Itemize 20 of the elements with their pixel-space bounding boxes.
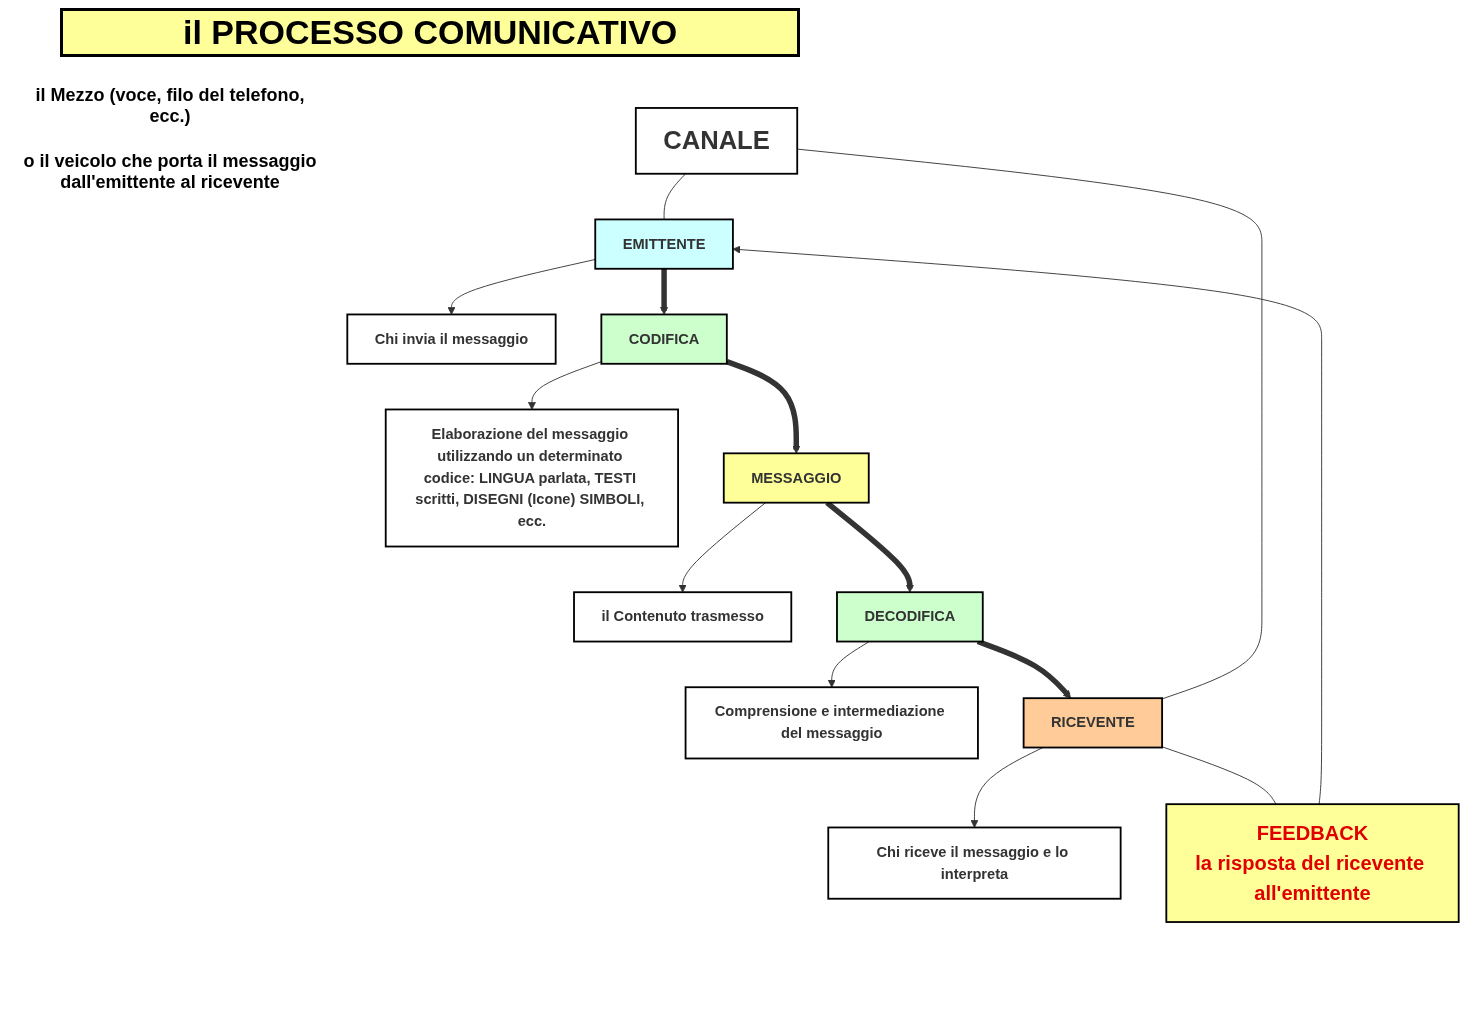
node-box: Comprensione e intermediazione del messaggio [684, 686, 979, 760]
note-text: il Mezzo (voce, filo del telefono, ecc.) [34, 85, 306, 127]
arrow [976, 638, 1072, 699]
connector [1161, 746, 1277, 805]
arrow [725, 359, 801, 454]
node-box: RICEVENTE [1022, 697, 1164, 749]
node-box: CODIFICA [600, 313, 728, 365]
node-box: CANALE [634, 107, 799, 175]
node-box: EMITTENTE [594, 218, 734, 270]
node-box: Elaborazione del messaggio utilizzando un determinato codice: LINGUA parlata, TESTI scritti, DISEGNI (Icone) SIMBOLI, ecc. [384, 408, 679, 548]
node-box: Chi invia il messaggio [346, 313, 557, 365]
node-box: MESSAGGIO [722, 452, 870, 504]
connector [663, 173, 687, 220]
note-text: o il veicolo che porta il messaggio dall'emittente al ricevente [22, 151, 318, 193]
node-box: DECODIFICA [836, 591, 984, 643]
arrow [660, 268, 669, 315]
node-box: Chi riceve il messaggio e lo interpreta [827, 826, 1122, 900]
node-box: FEEDBACK la risposta del ricevente all'emittente [1165, 803, 1460, 923]
node-box: il Contenuto trasmesso [573, 591, 793, 643]
title: il PROCESSO COMUNICATIVO [60, 8, 801, 57]
